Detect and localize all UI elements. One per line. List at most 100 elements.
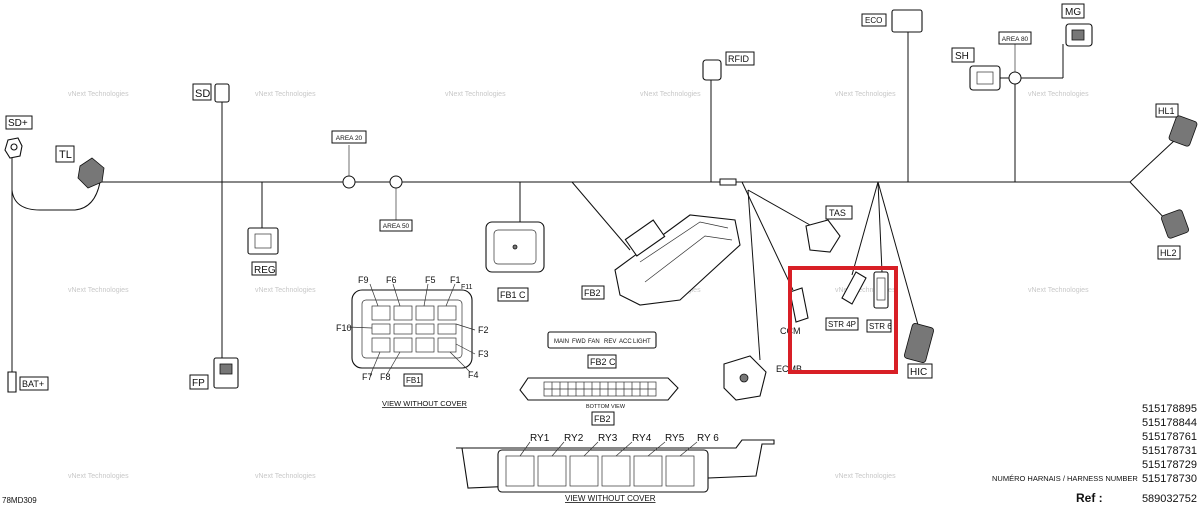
ecmb-wire: [747, 189, 761, 361]
area80-label: AREA 80: [1002, 36, 1029, 43]
highlight-box: [788, 266, 898, 374]
fuse-f4-label: F4: [468, 370, 479, 380]
fb2c-main-label: MAIN: [554, 339, 569, 345]
drawing-code: 78MD309: [2, 496, 37, 505]
str6-plug-icon: [873, 271, 889, 309]
sh-plug-icon: [969, 65, 1001, 91]
tl-connector: TL: [55, 145, 105, 189]
fuse-f9-label: F9: [358, 275, 369, 285]
hl2-connector: HL2: [1157, 209, 1189, 260]
hic-wire: [877, 181, 919, 326]
area20-circle: [342, 175, 356, 189]
str4p-plug-icon: [841, 271, 867, 305]
sd-plus-connector: SD+: [4, 115, 33, 159]
harness-number: 515178761: [1142, 431, 1197, 443]
harness-number: 515178895: [1142, 403, 1197, 415]
sd-plus-wire: [11, 150, 101, 211]
rfid-connector: RFID: [702, 51, 755, 81]
ry6-label: RY 6: [697, 433, 719, 444]
fb2c-strip: MAIN FWD FAN REV ACC LIGHT FB2 C: [547, 331, 657, 369]
watermarks: vNext Technologies vNext Technologies vN…: [68, 91, 1089, 480]
fuse-f8-label: F8: [380, 372, 391, 382]
str6-wire: [877, 181, 883, 273]
ccm-wire: [741, 181, 794, 291]
fp-connector: FP: [189, 357, 239, 390]
mg-label: MG: [1065, 7, 1081, 18]
view-without-cover-caption: VIEW WITHOUT COVER: [382, 399, 467, 408]
rfid-label: RFID: [728, 54, 749, 64]
tl-label: TL: [59, 149, 72, 161]
watermark-text: vNext Technologies: [1028, 287, 1089, 294]
ry2-label: RY2: [564, 433, 584, 444]
watermark-text: vNext Technologies: [255, 287, 316, 294]
ccm-plug-icon: [789, 287, 809, 323]
str4p-connector: STR 4P: [825, 271, 867, 331]
harness-number-caption: NUMÉRO HARNAIS / HARNESS NUMBER: [992, 474, 1138, 483]
sd-plus-label: SD+: [8, 118, 28, 129]
bat-plus-terminal-icon: [7, 371, 17, 393]
watermark-text: vNext Technologies: [255, 91, 316, 98]
watermark-text: vNext Technologies: [640, 91, 701, 98]
splice-marker: [719, 178, 737, 186]
reg-label: REG: [254, 265, 276, 276]
sh-label: SH: [955, 51, 969, 62]
harness-number: 515178729: [1142, 459, 1197, 471]
area50-circle: [389, 175, 403, 189]
str6-label: STR 6: [869, 322, 892, 331]
hl1-connector: HL1: [1155, 103, 1198, 147]
tas-connector: TAS: [805, 205, 853, 253]
fuse-f6-label: F6: [386, 275, 397, 285]
eco-connector: ECO: [861, 9, 923, 33]
fb2c-housing: [547, 331, 657, 349]
bat-plus-connector: BAT+: [7, 371, 49, 393]
reg-plug-icon: [247, 227, 279, 255]
watermark-text: vNext Technologies: [835, 473, 896, 480]
hl1-label: HL1: [1158, 106, 1175, 116]
fb2c-light-label: LIGHT: [633, 339, 651, 345]
harness-number: 515178844: [1142, 417, 1197, 429]
hl2-wire: [1129, 181, 1169, 223]
watermark-text: vNext Technologies: [835, 91, 896, 98]
fb2c-rev-label: REV: [604, 339, 616, 345]
fp-label: FP: [192, 378, 205, 389]
str6-connector: STR 6: [866, 271, 892, 333]
hl1-wire: [1129, 139, 1176, 183]
tas-plug-icon: [805, 219, 841, 253]
fb2-bottom-view: BOTTOM VIEW FB2: [519, 377, 679, 426]
watermark-text: vNext Technologies: [1028, 91, 1089, 98]
hl2-plug-icon: [1161, 209, 1189, 239]
watermark-text: vNext Technologies: [68, 473, 129, 480]
sh-connector: SH: [951, 47, 1001, 91]
reg-connector: REG: [247, 227, 279, 276]
area50-label: AREA 50: [383, 223, 410, 230]
tas-wire: [747, 189, 811, 226]
fb1c-label: FB1 C: [500, 290, 526, 300]
ref-value: 589032752: [1142, 493, 1197, 505]
relay-box-housing: [497, 449, 709, 493]
ref-label: Ref :: [1076, 491, 1103, 505]
fuse-f3-label: F3: [478, 349, 489, 359]
mg-connector: MG: [1061, 3, 1093, 47]
fb1-fuse-slots: [371, 305, 457, 353]
fb2c-label: FB2 C: [590, 357, 616, 367]
sd-connector: SD: [192, 83, 230, 103]
watermark-text: vNext Technologies: [255, 473, 316, 480]
hic-connector: HIC: [903, 323, 935, 379]
ry4-label: RY4: [632, 433, 652, 444]
str4p-label: STR 4P: [828, 320, 856, 329]
area80-circle: [1008, 71, 1022, 85]
fb2c-fan-label: FAN: [588, 339, 600, 345]
fuse-f5-label: F5: [425, 275, 436, 285]
str4p-wire: [851, 181, 879, 276]
tas-label: TAS: [829, 208, 846, 218]
hl1-plug-icon: [1168, 115, 1198, 147]
area-markers: AREA 20 AREA 50 AREA 80: [331, 31, 1032, 232]
watermark-text: vNext Technologies: [835, 287, 896, 294]
bottom-view-caption: BOTTOM VIEW: [586, 404, 626, 410]
hic-label: HIC: [910, 367, 927, 378]
area20-box: [331, 130, 367, 144]
sd-plug-icon: [214, 83, 230, 103]
harness-number: 515178731: [1142, 445, 1197, 457]
fuse-f10-label: F10: [336, 323, 352, 333]
